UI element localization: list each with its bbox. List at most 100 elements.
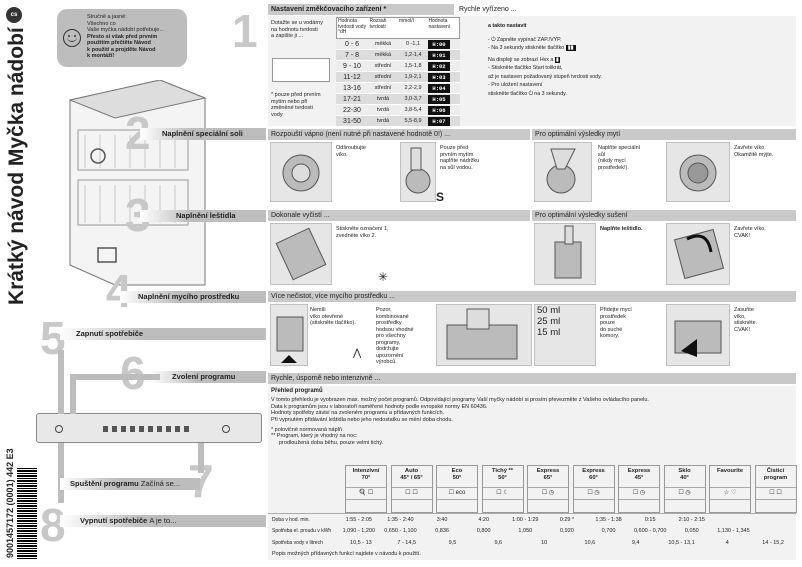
step-1-number: 1 [232,5,258,57]
hardness-setting: H:02 [428,61,450,71]
program-option-icons [710,499,750,511]
program-name: Express [582,468,605,474]
intro-l1: Stručně a jasně: [87,14,127,20]
program-icons: ☐ ◷ [573,487,614,499]
table-cell: 9,5 [448,540,457,546]
hardness-value: 17-21 [343,95,361,103]
salt-img-3 [534,142,592,202]
softener-instructions: a takto nastavit - ⏻ Zapněte vypínač ZAP… [488,23,602,97]
program-card: Favourite ☆ ♡ [709,465,751,513]
program-name: Eco [451,468,463,474]
cs-badge: cs [6,7,22,23]
program-icons: ☐ ◷ [619,487,659,499]
program-footer: Popis možných přídavných funkcí najdete … [272,551,421,557]
hardness-mmol: 2,2-2,9 [404,85,422,91]
program-option-icons [346,499,386,511]
vertical-title: Krátký návod Myčka nádobí [5,27,28,305]
step-8-pointer [58,443,64,503]
program-option-icons [573,499,614,511]
intro-l7: k montáži! [87,53,115,59]
table-cell: 0,600 - 0,700 [633,528,667,534]
hardness-range: střední [374,85,392,91]
step-5-label: Zapnutí spotřebiče [76,329,144,338]
th-hardness: Hodnota tvrdosti vody °dH [338,18,367,35]
program-name: Express [536,468,560,474]
power-button-icon [55,425,63,433]
step-4-bar [120,291,266,303]
table-cell: 1,090 - 1,200 [342,528,376,534]
salt-bar: Rozpouští vápno (není nutné při nastaven… [268,129,530,140]
table-cell: 10,5 - 13 [350,540,372,546]
hardness-value: 11-12 [343,73,361,81]
step-3-bar [140,210,266,222]
th-mmol: mmol/l [399,18,414,24]
detergent-img-1 [270,304,308,366]
program-temp: 65° [543,474,553,481]
rinse-text-1: Stiskněte označení 1,zvedněte víko 2. [336,226,389,239]
control-panel [36,413,262,443]
program-name: Čisticí [766,468,785,474]
program-option-icons [755,499,796,511]
hardness-range: střední [374,63,392,69]
program-panel [268,386,796,560]
hardness-mmol: 5,5-8,9 [404,118,422,124]
program-option-icons [528,499,568,511]
program-option-icons [437,499,477,511]
hardness-value: 7 - 8 [344,51,359,59]
program-icons: ☐ ◷ [528,487,568,499]
program-temp: program [763,474,788,481]
hardness-value: 13-16 [343,84,361,92]
program-option-icons [391,499,432,511]
step-7-bar [60,478,200,490]
program-temp: 40° [680,474,689,481]
program-bar: Rychle, úsporně nebo intenzivně ... [268,373,796,384]
program-icons: ☆ ♡ [710,487,750,499]
step-8-label: Vypnutí spotřebiče A je to... [80,516,177,525]
table-cell: 0,836 [435,528,449,534]
hardness-setting: H:05 [428,94,450,104]
rinse-img-2 [534,223,596,285]
hardness-mmol: 1,2-1,4 [404,52,422,58]
table-cell: 0,700 [601,528,616,534]
hardness-value: 31-50 [343,117,361,125]
hardness-setting: H:00 [428,39,450,49]
hardness-value: 0 - 6 [344,40,359,48]
softener-note: * pouze před prvním mytím nebo při změně… [271,92,321,118]
step-4-label: Naplnění mycího prostředku [138,292,240,301]
program-name: Tichý ** [491,468,514,474]
program-icons: ☐ eco [437,487,477,499]
program-icons: ☐ ◷ [664,487,705,499]
hardness-setting: H:06 [428,105,450,115]
table-cell [713,517,755,523]
intro-l2: Všechno co [87,20,116,27]
intro-l5: použitím přečtěte Návod [87,40,151,46]
table-cell: 2:10 - 2:15 [678,516,705,523]
step-2-label: Naplnění speciální soli [162,129,243,138]
hardness-range: tvrdá [376,107,390,113]
table-cell: 10,6 [584,540,596,546]
softener-right-bar: Rychle vyřízeno ... [456,4,796,15]
hardness-range: měkká [374,52,392,58]
hardness-mmol: 1,5-1,8 [404,63,422,69]
hardness-range: střední [374,74,392,80]
step-6-number: 6 [120,347,146,399]
hardness-setting: H:03 [428,72,450,82]
hardness-setting: H:07 [428,116,450,126]
intro-l3: Vaše myčka nádobí potřebuje... [87,27,164,33]
program-name: Favourite [716,468,744,474]
program-card: Tichý **50°☐ ☾ [481,465,524,513]
softener-title-bar: Nastavení změkčovacího zařízení * [268,4,454,15]
table-cell [754,528,796,534]
table-cell: 1,050 [518,528,533,534]
